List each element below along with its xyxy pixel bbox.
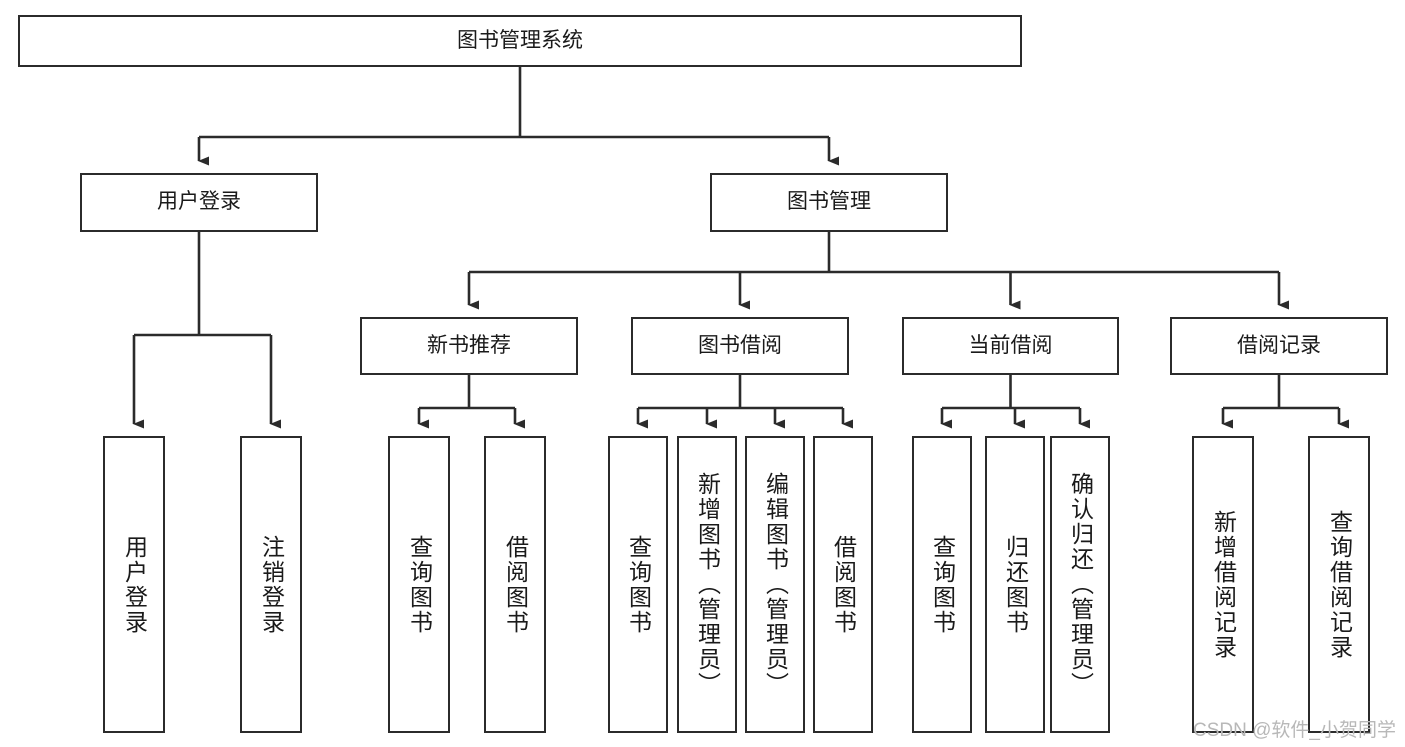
node-leaf-user-login[interactable]: 用户登录	[103, 436, 165, 733]
node-leaf-add-record[interactable]: 新增借阅记录	[1192, 436, 1254, 733]
node-label: 用户登录	[157, 190, 241, 214]
node-root[interactable]: 图书管理系统	[18, 15, 1022, 67]
node-leaf-confirm-return[interactable]: 确认归还（管理员）	[1050, 436, 1110, 733]
node-book-manage[interactable]: 图书管理	[710, 173, 948, 232]
node-label: 注销登录	[258, 534, 285, 635]
node-label: 用户登录	[121, 534, 148, 635]
node-label: 查询图书	[406, 534, 433, 635]
node-label: 借阅图书	[502, 534, 529, 635]
node-leaf-add-book[interactable]: 新增图书（管理员）	[677, 436, 737, 733]
node-label: 借阅记录	[1237, 333, 1321, 357]
node-leaf-borrow-book-2[interactable]: 借阅图书	[813, 436, 873, 733]
node-leaf-query-record[interactable]: 查询借阅记录	[1308, 436, 1370, 733]
node-label: 新书推荐	[427, 333, 511, 357]
node-label: 归还图书	[1002, 534, 1029, 635]
node-leaf-return-book[interactable]: 归还图书	[985, 436, 1045, 733]
node-leaf-edit-book[interactable]: 编辑图书（管理员）	[745, 436, 805, 733]
node-label: 当前借阅	[968, 333, 1053, 357]
node-label: 确认归还（管理员）	[1067, 472, 1094, 697]
node-book-borrow[interactable]: 图书借阅	[631, 317, 849, 375]
node-borrow-record[interactable]: 借阅记录	[1170, 317, 1388, 375]
node-label: 图书管理	[787, 190, 871, 214]
node-label: 图书管理系统	[457, 28, 583, 52]
node-leaf-query-book-2[interactable]: 查询图书	[608, 436, 668, 733]
node-leaf-logout[interactable]: 注销登录	[240, 436, 302, 733]
node-label: 查询借阅记录	[1326, 509, 1353, 660]
node-label: 新增借阅记录	[1210, 509, 1237, 660]
node-label: 新增图书（管理员）	[694, 472, 721, 697]
node-leaf-query-book-1[interactable]: 查询图书	[388, 436, 450, 733]
node-label: 查询图书	[625, 534, 652, 635]
node-user-login[interactable]: 用户登录	[80, 173, 318, 232]
node-new-book-rec[interactable]: 新书推荐	[360, 317, 578, 375]
node-label: 借阅图书	[830, 534, 857, 635]
node-label: 编辑图书（管理员）	[762, 472, 789, 697]
node-leaf-borrow-book-1[interactable]: 借阅图书	[484, 436, 546, 733]
node-label: 查询图书	[929, 534, 956, 635]
node-label: 图书借阅	[698, 333, 782, 357]
node-leaf-query-book-3[interactable]: 查询图书	[912, 436, 972, 733]
node-current-borrow[interactable]: 当前借阅	[902, 317, 1119, 375]
